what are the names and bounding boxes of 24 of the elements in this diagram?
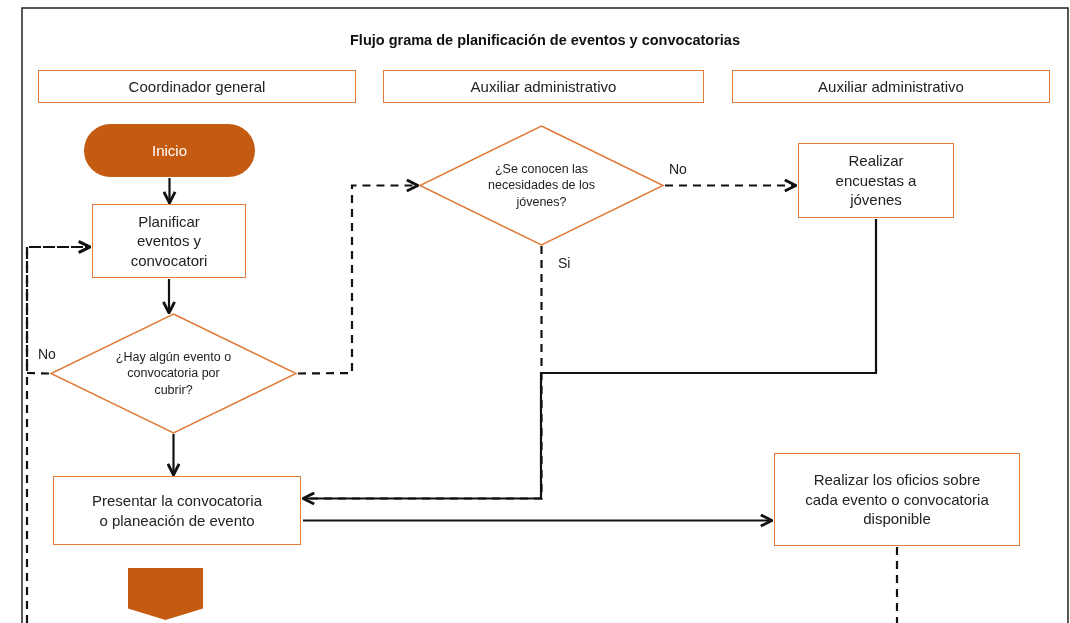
process-box: Planificar eventos y convocatori — [92, 204, 246, 278]
start-terminal: Inicio — [84, 124, 255, 177]
arrow — [162, 178, 177, 205]
lane-header: Coordinador general — [38, 70, 356, 103]
arrow — [162, 279, 176, 315]
arrow — [25, 240, 92, 623]
connector-line — [303, 219, 878, 500]
lane-header: Auxiliar administrativo — [732, 70, 1050, 103]
decision-diamond: ¿Se conocen las necesidades de los jóvenes? — [420, 126, 663, 245]
connector-line — [895, 547, 899, 623]
arrow — [665, 178, 798, 193]
arrow — [301, 246, 543, 506]
process-box: Realizar los oficios sobre cada evento o convocatoria disponible — [774, 453, 1020, 546]
edge-label: Si — [556, 255, 573, 271]
arrow — [303, 513, 774, 528]
off-page-connector — [128, 568, 203, 620]
edge-label: No — [667, 161, 689, 177]
process-box: Realizar encuestas a jóvenes — [798, 143, 954, 218]
arrow — [298, 178, 420, 375]
process-box: Presentar la convocatoria o planeación de evento — [53, 476, 301, 545]
lane-header: Auxiliar administrativo — [383, 70, 704, 103]
arrow — [166, 434, 181, 477]
edge-label: No — [36, 346, 58, 362]
diagram-title: Flujo grama de planificación de eventos y convocatorias — [349, 32, 741, 48]
